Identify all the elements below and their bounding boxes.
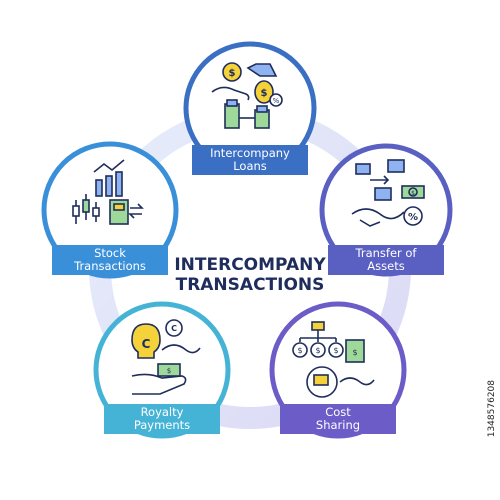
label-line: Intercompany — [210, 146, 290, 160]
label-stock-transactions: Stock Transactions — [60, 247, 160, 273]
title-line-2: TRANSACTIONS — [176, 275, 325, 295]
royalty-icon-dollar: $ — [167, 367, 171, 375]
label-intercompany-loans: Intercompany Loans — [200, 147, 300, 173]
label-royalty-payments: Royalty Payments — [112, 406, 212, 432]
loan-icon — [211, 62, 283, 129]
cost-icon-dollar-1: $ — [297, 346, 302, 355]
node-stock-transactions — [41, 141, 179, 279]
node-intercompany-loans: $ $ % — [183, 41, 317, 175]
cost-icon-dollar-2: $ — [315, 346, 320, 355]
loan-icon-dollar: $ — [229, 68, 236, 79]
cost-icon-dollar-3: $ — [333, 346, 338, 355]
stock-id-watermark: 1348576208 — [487, 380, 497, 438]
label-line: Royalty — [140, 405, 184, 419]
label-line: Sharing — [315, 418, 361, 432]
handshake-asset-icon — [351, 159, 425, 227]
royalty-icon-c-small: C — [171, 324, 177, 333]
loan-icon-percent: % — [273, 97, 280, 105]
label-line: Payments — [133, 418, 191, 432]
node-royalty-payments: C C $ — [93, 301, 231, 439]
loan-icon-dollar-2: $ — [261, 88, 268, 99]
label-line: Loans — [233, 159, 267, 173]
label-line: Assets — [367, 259, 405, 273]
label-line: Transactions — [74, 259, 146, 273]
label-line: Cost — [325, 405, 351, 419]
cost-icon-dollar-4: $ — [352, 348, 357, 357]
cost-sharing-icon — [292, 321, 375, 398]
label-line: Stock — [94, 246, 126, 260]
asset-icon-dollar: $ — [411, 190, 415, 197]
royalty-icon — [131, 319, 201, 395]
asset-icon-percent: % — [408, 212, 418, 223]
royalty-icon-c: C — [142, 337, 151, 351]
label-line: Transfer of — [355, 246, 417, 260]
stock-chart-icon — [72, 159, 144, 225]
title-line-1: INTERCOMPANY — [174, 255, 326, 275]
label-cost-sharing: Cost Sharing — [288, 406, 388, 432]
label-transfer-of-assets: Transfer of Assets — [336, 247, 436, 273]
node-cost-sharing: $ $ $ $ — [269, 301, 407, 439]
node-transfer-of-assets: $ % — [319, 143, 453, 277]
center-title: INTERCOMPANY TRANSACTIONS — [174, 255, 326, 295]
